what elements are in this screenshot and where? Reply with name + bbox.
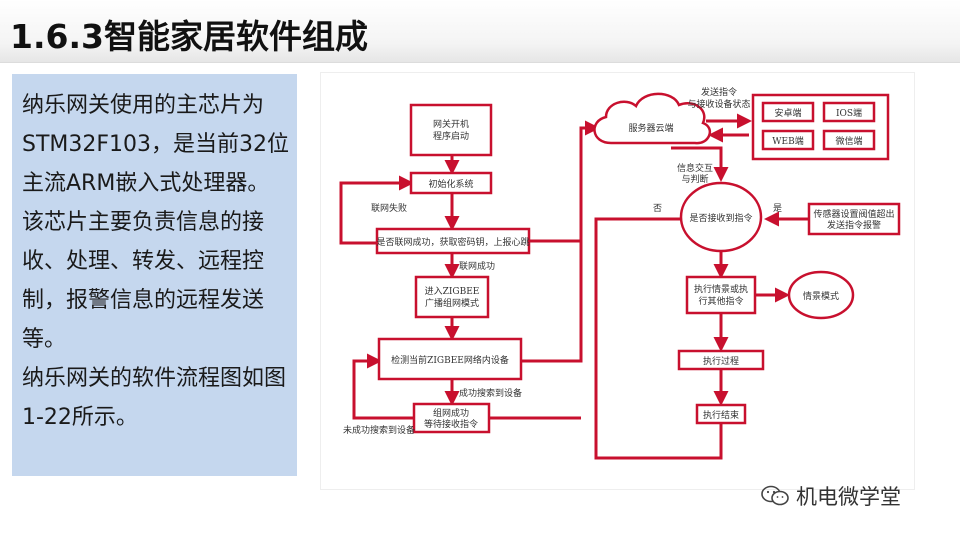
label-no: 否 [653, 203, 662, 214]
svg-text:情景模式: 情景模式 [803, 290, 839, 302]
edge-to-cloud [521, 120, 600, 363]
label-yes: 是 [773, 203, 782, 214]
label-not-found-device: 未成功搜索到设备 [343, 424, 415, 436]
svg-text:执行结束: 执行结束 [703, 409, 739, 421]
description-box: 纳乐网关使用的主芯片为STM32F103，是当前32位主流ARM嵌入式处理器。该… [12, 74, 297, 476]
node-android-client: 安卓端 [761, 101, 815, 123]
edge-net-fail-loop [339, 175, 414, 245]
node-connect-check: 是否联网成功，获取密码钥，上报心跳 [375, 227, 531, 255]
svg-text:微信端: 微信端 [835, 135, 862, 147]
label-send-cmd: 发送指令 [701, 86, 737, 98]
label-info-exchange: 信息交互 [677, 162, 713, 174]
node-execute-scene: 执行情景或执 行其他指令 [685, 275, 757, 315]
svg-text:初始化系统: 初始化系统 [428, 178, 473, 190]
label-net-ok: 联网成功 [459, 260, 495, 272]
wechat-icon [761, 485, 789, 506]
svg-text:服务器云端: 服务器云端 [628, 122, 673, 134]
flowchart-edges [339, 113, 808, 460]
label-net-fail: 联网失败 [371, 202, 407, 214]
node-detect-devices: 检测当前ZIGBEE网络内设备 [377, 337, 523, 381]
node-wait-command: 组网成功 等待接收指令 [412, 402, 491, 434]
svg-text:执行情景或执: 执行情景或执 [694, 283, 748, 295]
page-title: 1.6.3智能家居软件组成 [10, 17, 368, 56]
edge-cloud-received [671, 146, 729, 182]
svg-text:行其他指令: 行其他指令 [698, 295, 743, 307]
node-exec-end: 执行结束 [695, 403, 747, 425]
label-send-cmd: 与接收设备状态 [687, 98, 750, 110]
svg-text:WEB端: WEB端 [772, 135, 803, 147]
node-wechat-client: 微信端 [822, 129, 876, 151]
svg-text:检测当前ZIGBEE网络内设备: 检测当前ZIGBEE网络内设备 [391, 354, 509, 366]
node-cloud-server: 服务器云端 [593, 92, 712, 145]
node-zigbee-enter: 进入ZIGBEE 广播组网模式 [414, 275, 490, 319]
svg-text:网关开机: 网关开机 [433, 118, 469, 130]
watermark: 机电微学堂 [760, 482, 901, 510]
edge-not-found-loop [352, 353, 414, 420]
svg-text:发送指令报警: 发送指令报警 [827, 219, 881, 231]
label-info-exchange: 与判断 [681, 173, 708, 185]
svg-text:等待接收指令: 等待接收指令 [424, 418, 478, 430]
node-gateway-start: 网关开机 程序启动 [409, 103, 493, 157]
svg-text:进入ZIGBEE: 进入ZIGBEE [425, 286, 480, 297]
svg-text:广播组网模式: 广播组网模式 [425, 297, 479, 309]
svg-text:是否联网成功，获取密码钥，上报心跳: 是否联网成功，获取密码钥，上报心跳 [376, 236, 529, 248]
edge-end-back [596, 423, 723, 460]
node-scene-mode: 情景模式 [787, 270, 855, 320]
node-init-system: 初始化系统 [409, 171, 493, 195]
flowchart: 网关开机 程序启动 初始化系统 是否联网成功，获取密码钥，上报心跳 进入ZIGB… [321, 73, 914, 489]
watermark-text: 机电微学堂 [796, 485, 901, 509]
svg-text:传感器设置阀值超出: 传感器设置阀值超出 [813, 208, 894, 220]
node-web-client: WEB端 [761, 129, 815, 151]
description-paragraph: 纳乐网关使用的主芯片为STM32F103，是当前32位主流ARM嵌入式处理器。该… [22, 93, 290, 352]
flowchart-svg: 网关开机 程序启动 初始化系统 是否联网成功，获取密码钥，上报心跳 进入ZIGB… [339, 86, 901, 460]
svg-text:执行过程: 执行过程 [703, 355, 739, 367]
svg-text:程序启动: 程序启动 [433, 130, 469, 142]
node-exec-process: 执行过程 [677, 349, 765, 371]
svg-text:安卓端: 安卓端 [774, 107, 801, 119]
edge-received-no [594, 217, 683, 460]
svg-text:是否接收到指令: 是否接收到指令 [689, 212, 752, 224]
svg-text:组网成功: 组网成功 [433, 407, 469, 419]
node-received-check: 是否接收到指令 [679, 181, 763, 253]
svg-text:IOS端: IOS端 [836, 107, 862, 119]
label-found-device: 成功搜索到设备 [459, 387, 522, 399]
node-sensor-alarm: 传感器设置阀值超出 发送指令报警 [807, 202, 901, 236]
description-paragraph: 纳乐网关的软件流程图如图1-22所示。 [22, 366, 287, 430]
title-bar: 1.6.3智能家居软件组成 [0, 0, 960, 63]
node-ios-client: IOS端 [822, 101, 876, 123]
